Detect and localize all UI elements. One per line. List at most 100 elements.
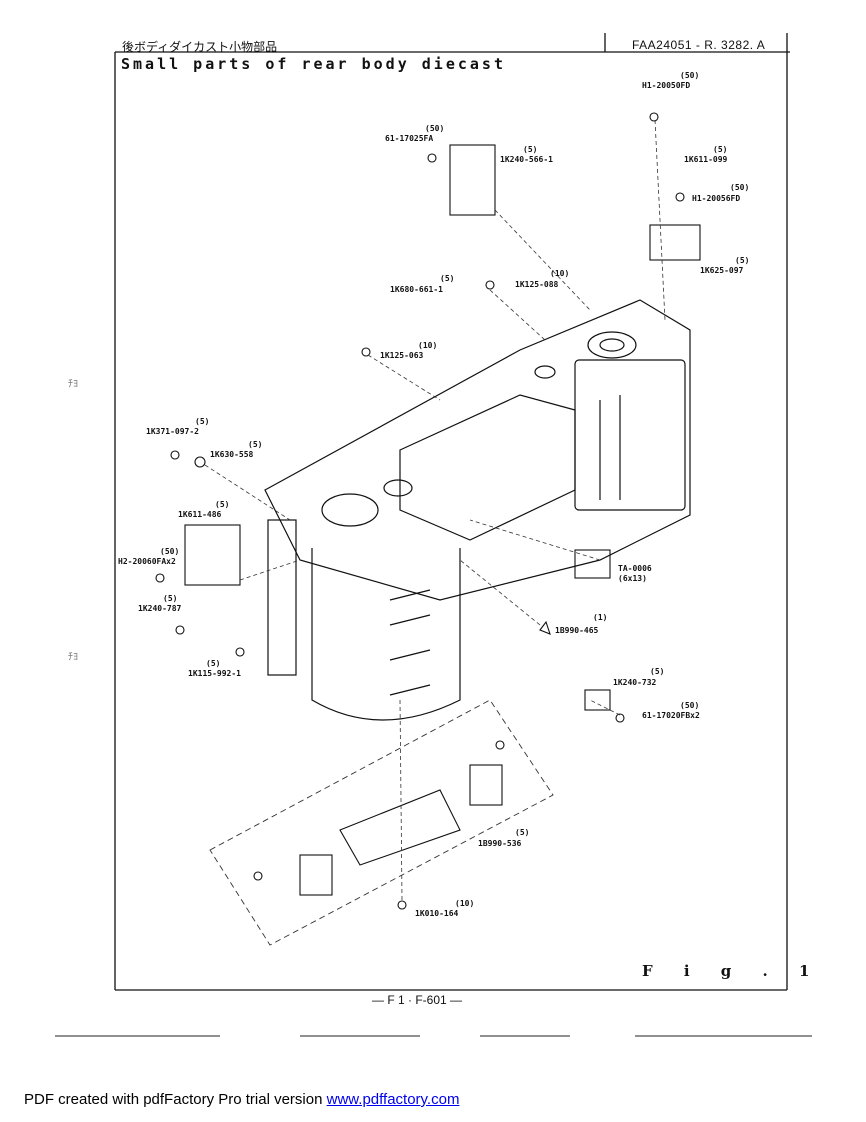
callout-1b990-465: (1) 1B990-465 bbox=[555, 613, 607, 635]
screw-part bbox=[485, 280, 495, 290]
screw-part bbox=[175, 625, 185, 635]
svg-text:1B990-465: 1B990-465 bbox=[555, 626, 599, 635]
block-part bbox=[299, 854, 333, 896]
svg-text:(5): (5) bbox=[163, 594, 177, 603]
block-part bbox=[469, 764, 503, 806]
callout-1k240-566-1: (5) 1K240-566-1 bbox=[500, 145, 553, 164]
japanese-title: 後ボディダイカスト小物部品 bbox=[122, 40, 278, 54]
screw-part bbox=[615, 713, 625, 723]
svg-text:1K630-558: 1K630-558 bbox=[210, 450, 254, 459]
diagram-title: Small parts of rear body diecast bbox=[121, 55, 506, 73]
svg-text:1K371-097-2: 1K371-097-2 bbox=[146, 427, 199, 436]
callout-1k125-063: (10) 1K125-063 bbox=[380, 341, 437, 360]
svg-text:(5): (5) bbox=[523, 145, 537, 154]
svg-text:1K240-787: 1K240-787 bbox=[138, 604, 182, 613]
svg-text:(5): (5) bbox=[206, 659, 220, 668]
margin-mark: ﾁﾖ bbox=[68, 379, 78, 390]
svg-text:61-17020FBx2: 61-17020FBx2 bbox=[642, 711, 700, 720]
spring-part bbox=[253, 871, 263, 881]
svg-text:(5): (5) bbox=[650, 667, 664, 676]
svg-text:H1-20050FD: H1-20050FD bbox=[642, 81, 690, 90]
release-assembly bbox=[339, 789, 461, 866]
callout-1k240-787: (5) 1K240-787 bbox=[138, 594, 182, 613]
svg-text:(50): (50) bbox=[730, 183, 749, 192]
svg-text:(50): (50) bbox=[160, 547, 179, 556]
svg-text:(10): (10) bbox=[418, 341, 437, 350]
page-number: — F 1 · F-601 — bbox=[372, 993, 463, 1007]
callout-1k625-097: (5) 1K625-097 bbox=[700, 256, 749, 275]
plate-part bbox=[184, 524, 241, 586]
part-callouts: (50) H1-20050FD (50) 61-17025FA (5) 1K24… bbox=[118, 71, 749, 918]
callout-ta-0006: TA-0006(6x13) bbox=[618, 564, 652, 583]
callout-h1-20056fd: (50) H1-20056FD bbox=[692, 183, 749, 203]
svg-text:TA-0006(6x13): TA-0006(6x13) bbox=[618, 564, 652, 583]
leader-lines bbox=[204, 119, 666, 901]
callout-61-17020fbx2: (50) 61-17020FBx2 bbox=[642, 701, 700, 720]
callout-1k115-992-1: (5) 1K115-992-1 bbox=[188, 659, 241, 678]
svg-text:(50): (50) bbox=[680, 71, 699, 80]
callout-h2-20060fax2: (50) H2-20060FAx2 bbox=[118, 547, 179, 566]
screw-part bbox=[397, 900, 407, 910]
plate-part bbox=[649, 224, 701, 261]
pin-part bbox=[235, 647, 245, 657]
bracket-part bbox=[584, 689, 611, 711]
svg-text:1K680-661-1: 1K680-661-1 bbox=[390, 285, 443, 294]
svg-text:(5): (5) bbox=[735, 256, 749, 265]
pin-part bbox=[194, 456, 206, 468]
svg-text:(5): (5) bbox=[713, 145, 727, 154]
release-subassembly-box bbox=[209, 699, 554, 946]
callout-1k611-099: (5) 1K611-099 bbox=[684, 145, 728, 164]
callout-1k371-097-2: (5) 1K371-097-2 bbox=[146, 417, 209, 436]
figure-label: F i g . 1 bbox=[642, 962, 823, 980]
svg-text:1K625-097: 1K625-097 bbox=[700, 266, 744, 275]
screw-part bbox=[427, 153, 437, 163]
svg-text:(10): (10) bbox=[455, 899, 474, 908]
svg-text:H1-20056FD: H1-20056FD bbox=[692, 194, 740, 203]
margin-mark: ﾁﾖ bbox=[68, 652, 78, 663]
svg-text:(5): (5) bbox=[440, 274, 454, 283]
tape-part bbox=[574, 549, 611, 579]
svg-text:1K240-566-1: 1K240-566-1 bbox=[500, 155, 553, 164]
svg-text:(50): (50) bbox=[680, 701, 699, 710]
svg-text:(10): (10) bbox=[550, 269, 569, 278]
svg-text:61-17025FA: 61-17025FA bbox=[385, 134, 433, 143]
callout-1k010-164: (10) 1K010-164 bbox=[415, 899, 474, 918]
bracket-part bbox=[449, 144, 496, 216]
callout-61-17025fa: (50) 61-17025FA bbox=[385, 124, 444, 143]
svg-text:1K010-164: 1K010-164 bbox=[415, 909, 459, 918]
screw-part bbox=[675, 192, 685, 202]
spring-clip-part bbox=[539, 620, 551, 635]
svg-text:(1): (1) bbox=[593, 613, 607, 622]
svg-text:H2-20060FAx2: H2-20060FAx2 bbox=[118, 557, 176, 566]
spring-part bbox=[495, 740, 505, 750]
svg-text:1K611-099: 1K611-099 bbox=[684, 155, 728, 164]
screw-part bbox=[361, 347, 371, 357]
svg-text:1K125-088: 1K125-088 bbox=[515, 280, 559, 289]
callout-1b990-536: (5) 1B990-536 bbox=[478, 828, 529, 848]
callout-1k125-088: (10) 1K125-088 bbox=[515, 269, 569, 289]
rear-body-diecast bbox=[264, 299, 691, 721]
callout-1k680-661-1: (5) 1K680-661-1 bbox=[390, 274, 454, 294]
svg-text:(5): (5) bbox=[195, 417, 209, 426]
svg-text:(5): (5) bbox=[215, 500, 229, 509]
pdffactory-link[interactable]: www.pdffactory.com bbox=[326, 1091, 460, 1108]
svg-text:1K611-486: 1K611-486 bbox=[178, 510, 222, 519]
svg-text:1K125-063: 1K125-063 bbox=[380, 351, 424, 360]
screw-part bbox=[649, 112, 659, 122]
screw-part bbox=[155, 573, 165, 583]
svg-text:1B990-536: 1B990-536 bbox=[478, 839, 522, 848]
footer-text: PDF created with pdfFactory Pro trial ve… bbox=[24, 1091, 327, 1108]
small-parts bbox=[155, 112, 701, 910]
document-code: FAA24051 - R. 3282. A bbox=[632, 38, 766, 52]
svg-text:(50): (50) bbox=[425, 124, 444, 133]
screw-part bbox=[170, 450, 180, 460]
diagram-frame bbox=[114, 33, 790, 991]
pdf-footer: PDF created with pdfFactory Pro trial ve… bbox=[24, 1091, 459, 1108]
callout-1k240-732: (5) 1K240-732 bbox=[613, 667, 664, 687]
callout-1k630-558: (5) 1K630-558 bbox=[210, 440, 262, 459]
svg-text:1K240-732: 1K240-732 bbox=[613, 678, 657, 687]
callout-1k611-486: (5) 1K611-486 bbox=[178, 500, 229, 519]
callout-h1-20050fd: (50) H1-20050FD bbox=[642, 71, 699, 90]
svg-text:(5): (5) bbox=[515, 828, 529, 837]
